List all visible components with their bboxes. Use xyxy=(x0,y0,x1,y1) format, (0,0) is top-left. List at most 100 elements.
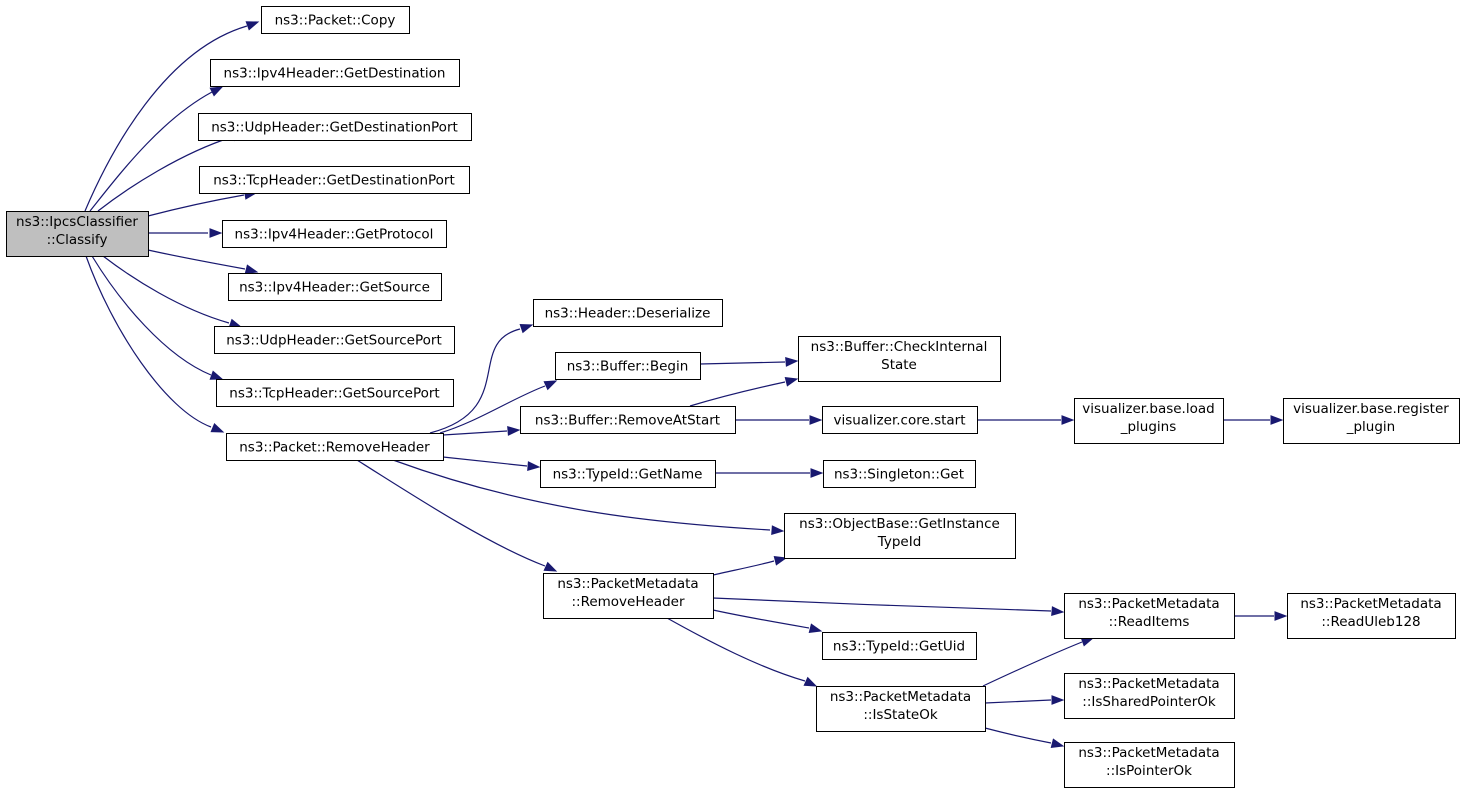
edge-classify-to-udp_getsrcport xyxy=(102,255,243,329)
node-label: ns3::ObjectBase::GetInstance xyxy=(799,516,1000,532)
node-label: _plugins xyxy=(1120,419,1177,435)
node-label: ns3::PacketMetadata xyxy=(1078,676,1219,692)
edge-line xyxy=(712,560,775,576)
node-pm-removeheader[interactable]: ns3::PacketMetadata::RemoveHeader xyxy=(543,573,714,619)
node-udp-getdestport[interactable]: ns3::UdpHeader::GetDestinationPort xyxy=(198,113,472,141)
edge-pm_removeheader-to-pm_isstateok xyxy=(666,617,818,687)
node-label: ns3::Ipv4Header::GetDestination xyxy=(224,66,446,82)
arrowhead-icon xyxy=(245,21,260,31)
edge-pm_removeheader-to-objectbase_getinstance xyxy=(712,556,788,576)
arrowhead-icon xyxy=(773,556,788,566)
node-label: ns3::Header::Deserialize xyxy=(545,306,711,322)
node-vis-core-start[interactable]: visualizer.core.start xyxy=(822,406,978,434)
node-label: ns3::PacketMetadata xyxy=(830,689,971,705)
node-vis-base-register[interactable]: visualizer.base.register_plugin xyxy=(1283,398,1460,444)
node-vis-base-load[interactable]: visualizer.base.load_plugins xyxy=(1074,398,1224,444)
node-ipv4-getproto[interactable]: ns3::Ipv4Header::GetProtocol xyxy=(222,220,447,248)
node-label: ns3::UdpHeader::GetSourcePort xyxy=(226,333,442,349)
node-label: ns3::IpcsClassifier xyxy=(16,214,138,230)
edge-line xyxy=(356,459,546,567)
node-box xyxy=(214,326,455,354)
edge-line xyxy=(712,609,810,629)
node-header-deserialize[interactable]: ns3::Header::Deserialize xyxy=(533,299,723,327)
node-pm-readuleb[interactable]: ns3::PacketMetadata::ReadUleb128 xyxy=(1287,593,1456,639)
edge-line xyxy=(97,136,233,212)
edge-line xyxy=(439,385,546,434)
node-packet-removeheader[interactable]: ns3::Packet::RemoveHeader xyxy=(226,433,444,461)
arrowhead-icon xyxy=(808,623,823,633)
node-label: ns3::UdpHeader::GetDestinationPort xyxy=(211,120,458,136)
edge-line xyxy=(89,91,213,212)
node-ipv4-getdest[interactable]: ns3::Ipv4Header::GetDestination xyxy=(210,59,460,87)
edge-packet_removeheader-to-typeid_getname xyxy=(442,456,541,471)
node-typeid-getname[interactable]: ns3::TypeId::GetName xyxy=(540,460,716,488)
edge-classify-to-packet_copy xyxy=(84,21,260,212)
edge-packet_removeheader-to-header_deserialize xyxy=(429,323,534,434)
edge-classify-to-tcp_getsrcport xyxy=(91,255,224,380)
nodes: ns3::IpcsClassifier::Classifyns3::Packet… xyxy=(6,6,1460,788)
node-ipv4-getsource[interactable]: ns3::Ipv4Header::GetSource xyxy=(228,273,442,301)
edge-classify-to-ipv4_getproto xyxy=(148,228,223,238)
node-tcp-getsrcport[interactable]: ns3::TcpHeader::GetSourcePort xyxy=(216,379,454,407)
edge-packet_removeheader-to-objectbase_getinstance xyxy=(392,459,785,536)
node-label: ::RemoveHeader xyxy=(571,594,684,610)
node-pm-readitems[interactable]: ns3::PacketMetadata::ReadItems xyxy=(1064,593,1235,639)
node-box xyxy=(540,460,716,488)
arrowhead-icon xyxy=(1050,738,1065,748)
node-label: ns3::Singleton::Get xyxy=(834,467,964,483)
node-pm-isptr[interactable]: ns3::PacketMetadata::IsPointerOk xyxy=(1064,742,1235,788)
edge-classify-to-ipv4_getdest xyxy=(89,86,224,212)
node-box xyxy=(199,166,470,194)
node-label: visualizer.core.start xyxy=(833,413,965,429)
node-tcp-getdestport[interactable]: ns3::TcpHeader::GetDestinationPort xyxy=(199,166,470,194)
arrowhead-icon xyxy=(210,423,225,433)
node-box xyxy=(822,632,977,660)
edge-line xyxy=(392,459,771,531)
node-classify[interactable]: ns3::IpcsClassifier::Classify xyxy=(6,211,149,257)
node-box xyxy=(222,220,447,248)
node-label: ns3::Packet::RemoveHeader xyxy=(239,440,430,456)
node-box xyxy=(520,406,736,434)
node-packet-copy[interactable]: ns3::Packet::Copy xyxy=(261,6,410,34)
arrowhead-icon xyxy=(519,323,534,334)
node-udp-getsrcport[interactable]: ns3::UdpHeader::GetSourcePort xyxy=(214,326,455,354)
edge-line xyxy=(147,249,246,270)
node-pm-issharedptr[interactable]: ns3::PacketMetadata::IsSharedPointerOk xyxy=(1064,673,1235,719)
node-label: visualizer.base.register xyxy=(1293,401,1449,417)
node-box xyxy=(1074,398,1224,444)
node-label: ns3::Buffer::RemoveAtStart xyxy=(535,413,720,429)
node-label: ::Classify xyxy=(47,232,108,248)
edge-pm_isstateok-to-pm_issharedptr xyxy=(984,695,1065,705)
arrowhead-icon xyxy=(507,426,521,436)
edge-vis_base_load-to-vis_base_register xyxy=(1223,415,1284,425)
edge-line xyxy=(147,194,245,217)
node-label: ns3::Buffer::Begin xyxy=(567,359,689,375)
edge-line xyxy=(442,456,528,467)
edge-line xyxy=(91,255,212,376)
node-label: ns3::PacketMetadata xyxy=(1300,596,1441,612)
node-buffer-removeatstart[interactable]: ns3::Buffer::RemoveAtStart xyxy=(520,406,736,434)
edge-line xyxy=(689,381,786,407)
edge-line xyxy=(984,727,1052,744)
edge-line xyxy=(102,255,230,324)
edge-packet_removeheader-to-buffer_removeatstart xyxy=(442,426,521,436)
node-typeid-getuid[interactable]: ns3::TypeId::GetUid xyxy=(822,632,977,660)
edge-buffer_removeatstart-to-vis_core_start xyxy=(735,415,823,425)
node-buffer-begin[interactable]: ns3::Buffer::Begin xyxy=(555,352,701,380)
node-box xyxy=(228,273,442,301)
node-label: TypeId xyxy=(877,534,922,550)
node-box xyxy=(226,433,444,461)
node-box xyxy=(1287,593,1456,639)
edge-vis_core_start-to-vis_base_load xyxy=(977,415,1075,425)
node-label: ns3::Ipv4Header::GetSource xyxy=(239,280,430,296)
node-pm-isstateok[interactable]: ns3::PacketMetadata::IsStateOk xyxy=(816,686,986,732)
node-label: ns3::TcpHeader::GetSourcePort xyxy=(229,386,439,402)
node-label: ::IsPointerOk xyxy=(1106,763,1192,779)
arrowhead-icon xyxy=(527,461,541,471)
node-box xyxy=(210,59,460,87)
arrowhead-icon xyxy=(784,377,799,387)
node-singleton-get[interactable]: ns3::Singleton::Get xyxy=(823,460,976,488)
